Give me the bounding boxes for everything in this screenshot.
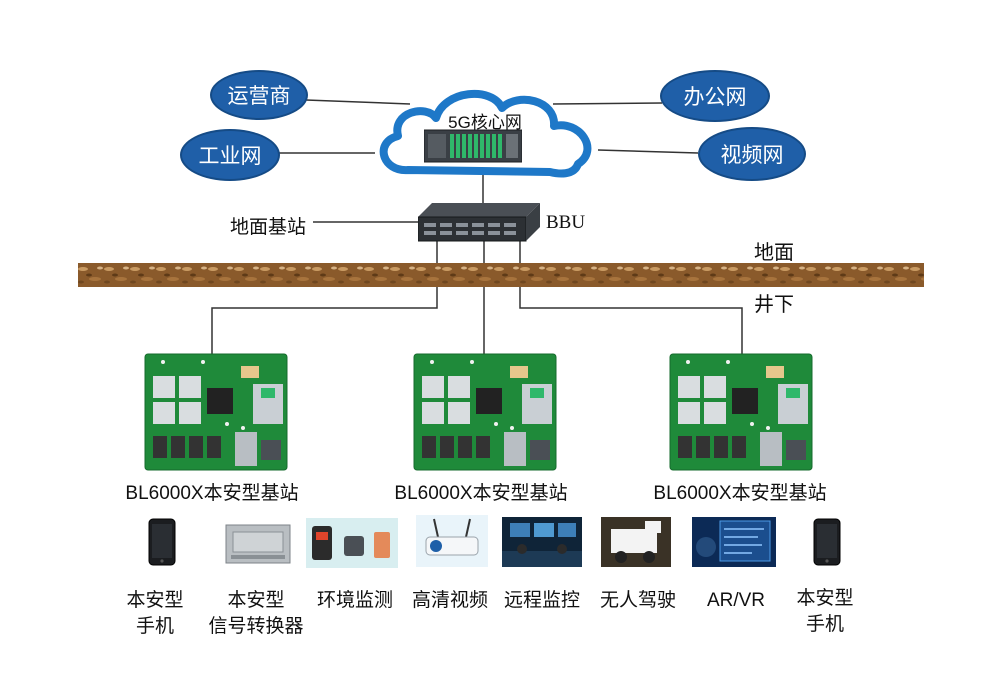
pcb-board-icon xyxy=(669,353,813,471)
ar-vr-icon xyxy=(692,517,776,567)
device-label-remote-monitoring: 远程监控 xyxy=(503,590,580,611)
video-network-node: 视频网 xyxy=(698,127,806,181)
core-network-label: 5G核心网 xyxy=(448,113,522,132)
vehicle-icon xyxy=(601,517,671,567)
line-bbu-bs3 xyxy=(519,238,743,354)
device-label-signal-converter: 本安型 信号转换器 xyxy=(208,590,304,637)
line-core-office xyxy=(552,102,663,105)
line-core-video xyxy=(597,149,699,154)
office-network-node: 办公网 xyxy=(660,70,770,122)
device-label-phone: 本安型 手机 xyxy=(126,590,184,637)
phone-icon xyxy=(148,518,176,566)
bbu-device-icon xyxy=(418,203,540,242)
camera-icon xyxy=(416,515,488,567)
bbu-label: BBU xyxy=(546,212,586,233)
device-label-phone-2: 本安型 手机 xyxy=(796,588,854,635)
ground-soil-band xyxy=(78,263,924,287)
device-label-hd-video: 高清视频 xyxy=(411,590,488,611)
device-label-ar-vr: AR/VR xyxy=(706,590,766,611)
sensor-icon xyxy=(306,518,398,568)
office-network-label: 办公网 xyxy=(683,86,747,109)
operator-network-node: 运营商 xyxy=(210,70,308,120)
base-station-board-1 xyxy=(143,352,289,472)
device-label-environment-monitoring: 环境监测 xyxy=(316,590,393,611)
base-station-label-3: BL6000X本安型基站 xyxy=(653,483,827,504)
industrial-network-node: 工业网 xyxy=(180,129,280,181)
surface-label: 地面 xyxy=(754,242,794,264)
underground-label: 井下 xyxy=(754,294,794,316)
monitor-room-icon xyxy=(502,517,582,567)
base-station-label-1: BL6000X本安型基站 xyxy=(125,483,299,504)
phone-icon xyxy=(813,518,841,566)
operator-network-label: 运营商 xyxy=(227,85,291,108)
server-icon xyxy=(424,129,522,163)
signal-converter-icon xyxy=(225,522,291,566)
base-station-board-3 xyxy=(668,352,814,472)
ground-station-label: 地面基站 xyxy=(230,217,307,238)
base-station-label-2: BL6000X本安型基站 xyxy=(394,483,568,504)
video-network-label: 视频网 xyxy=(720,144,784,167)
industrial-network-label: 工业网 xyxy=(198,145,262,168)
line-bbu-bs1 xyxy=(211,238,438,354)
pcb-board-icon xyxy=(413,353,557,471)
device-label-autonomous-driving: 无人驾驶 xyxy=(599,590,676,611)
pcb-board-icon xyxy=(144,353,288,471)
line-operator-core xyxy=(305,99,411,105)
base-station-board-2 xyxy=(412,352,558,472)
